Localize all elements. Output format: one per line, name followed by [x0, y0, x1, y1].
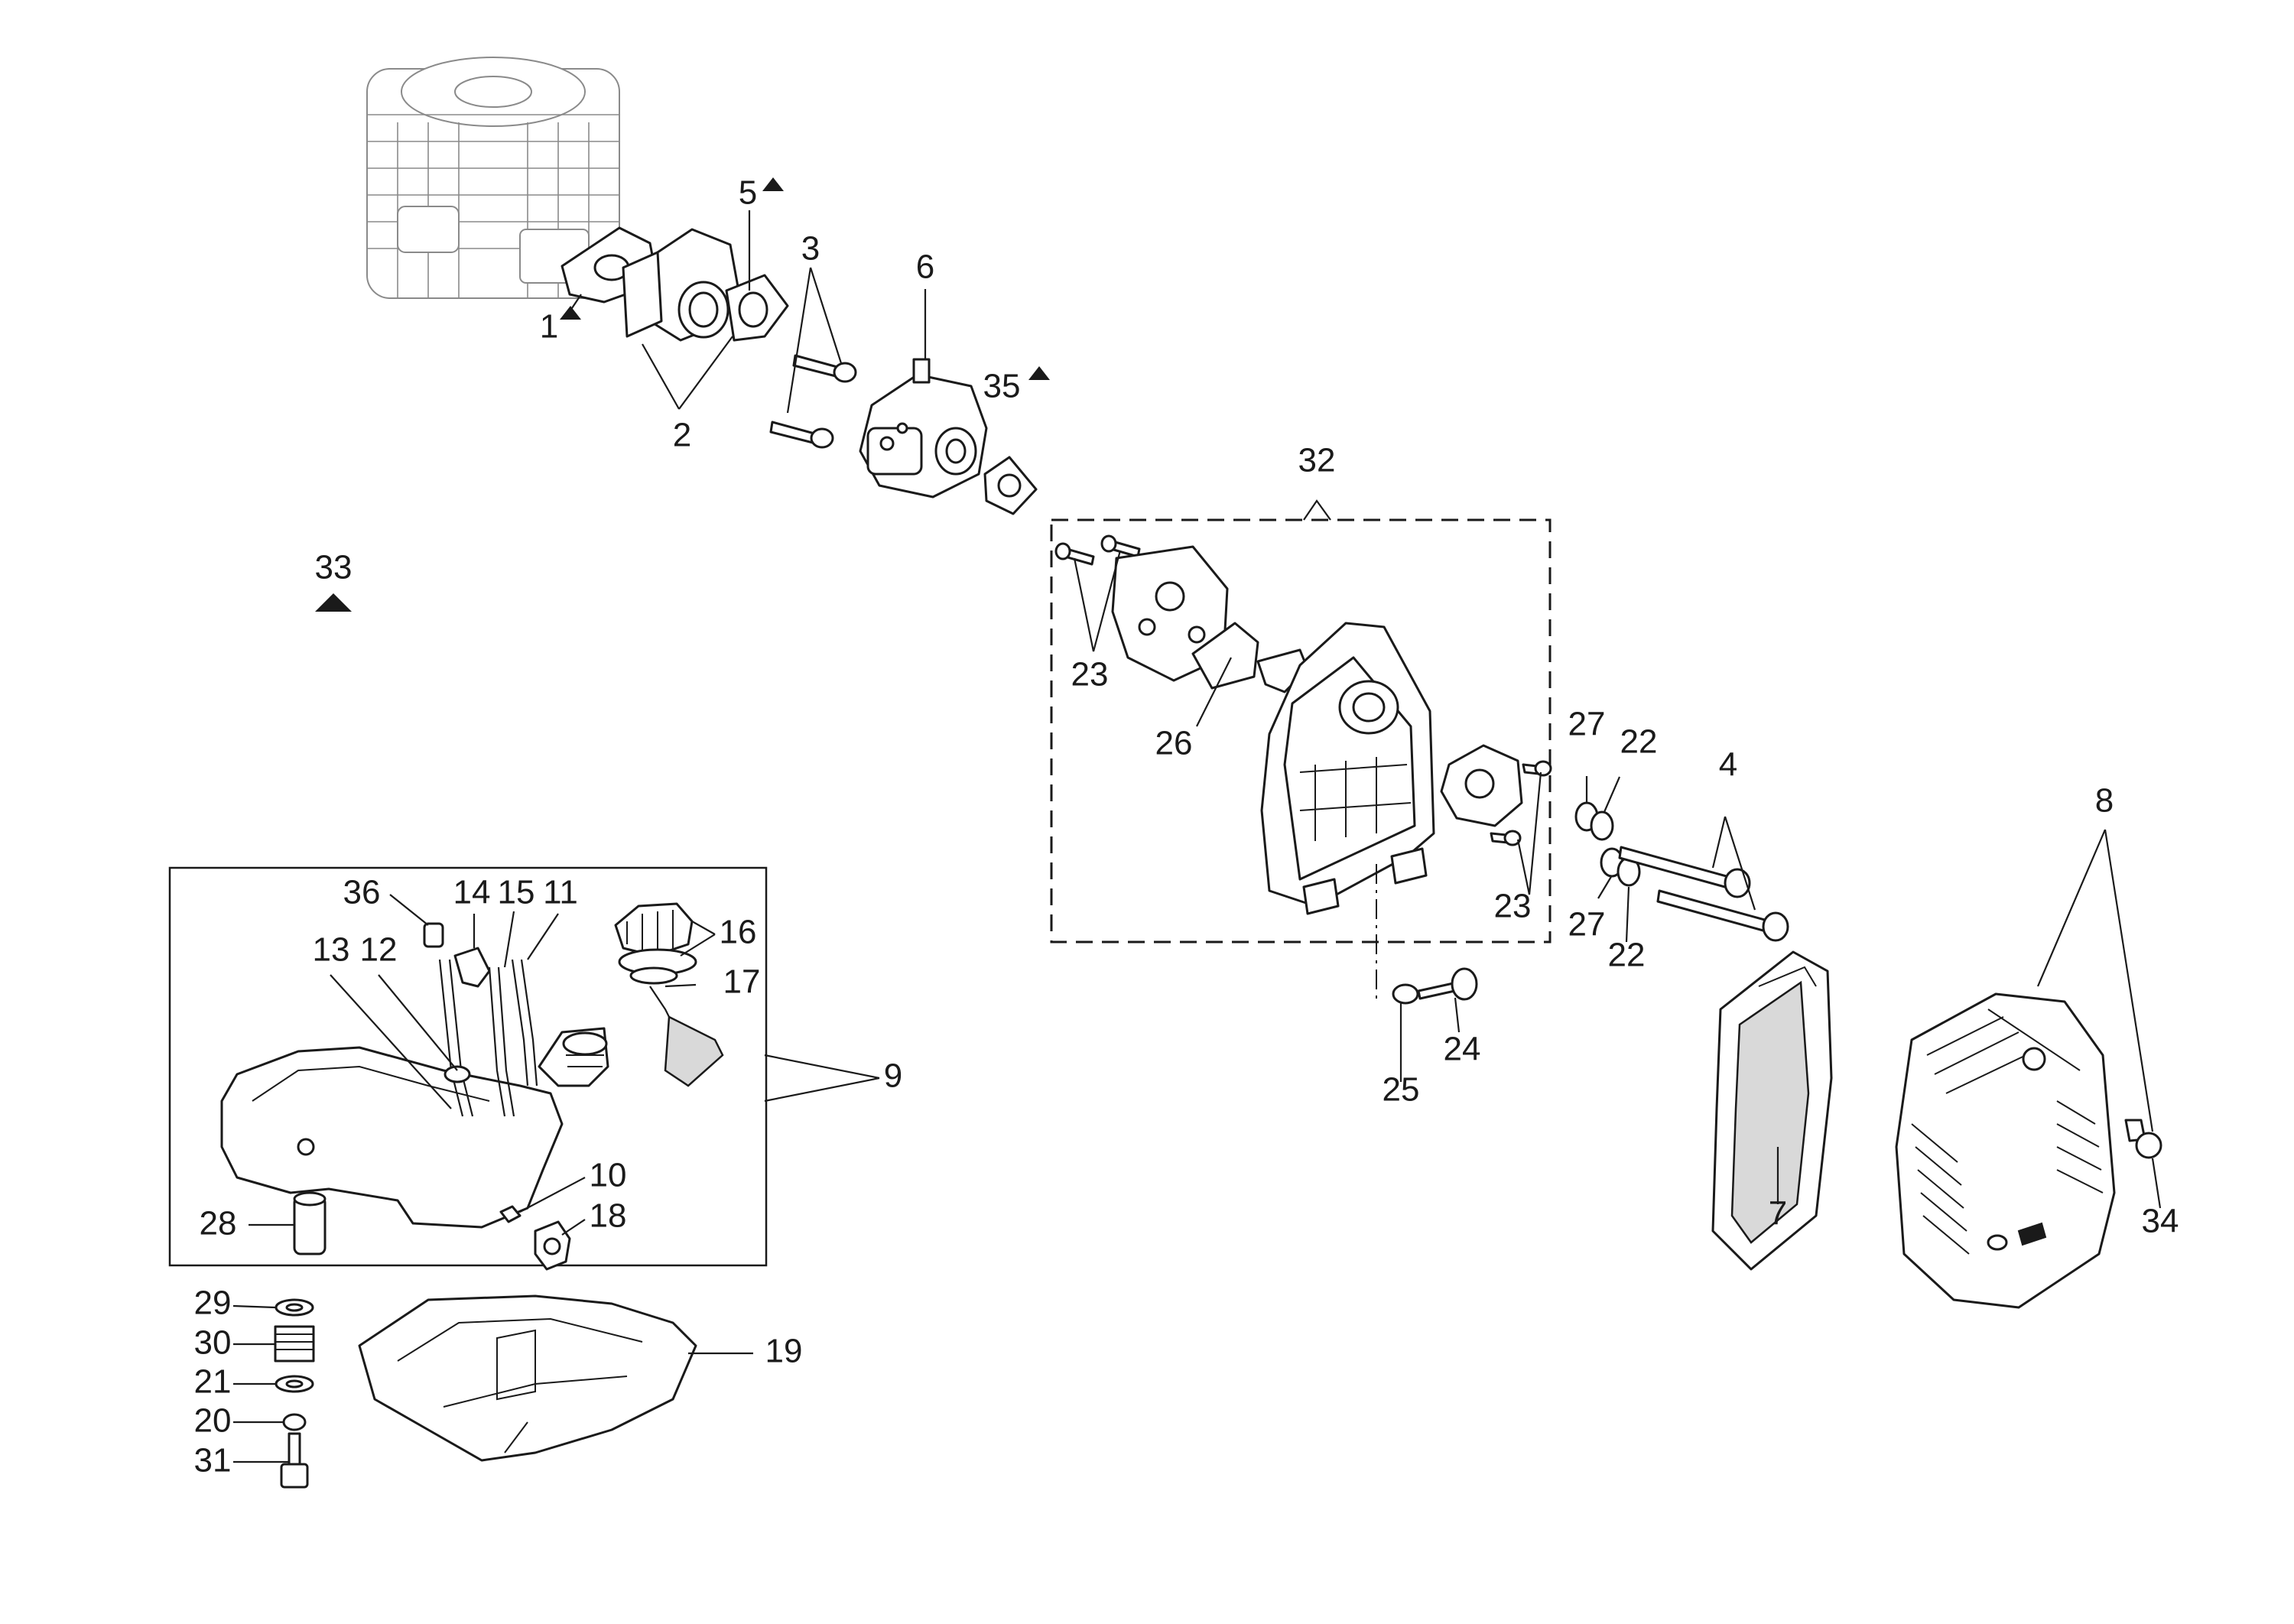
tank-vent-part — [423, 922, 444, 948]
intake-manifold-part — [622, 228, 789, 342]
callout-11: 11 — [543, 874, 578, 911]
callout-35: 35 — [983, 368, 1021, 405]
callout-17: 17 — [723, 963, 761, 1001]
intake-elbow-part — [1440, 744, 1523, 827]
callout-31: 31 — [194, 1442, 232, 1479]
service-triangle-icons — [315, 177, 1050, 612]
mounting-hardware-part — [274, 1298, 315, 1489]
callout-28: 28 — [200, 1205, 237, 1242]
filter-base-plate — [1111, 545, 1229, 682]
callout-3: 3 — [801, 230, 820, 268]
callout-30: 30 — [194, 1324, 232, 1362]
callout-23-top: 23 — [1071, 656, 1109, 693]
carburetor-part — [859, 358, 988, 499]
callout-22-top: 22 — [1620, 723, 1658, 761]
callout-8: 8 — [2095, 782, 2114, 820]
fuel-pickup-part — [649, 986, 724, 1087]
callout-24: 24 — [1444, 1031, 1481, 1068]
callout-34: 34 — [2142, 1203, 2179, 1240]
callout-29: 29 — [194, 1285, 232, 1322]
callout-26: 26 — [1155, 725, 1193, 762]
fuel-connector-part — [534, 1220, 571, 1271]
callout-20: 20 — [194, 1402, 232, 1440]
callout-1: 1 — [540, 308, 558, 346]
cover-screw-part — [2124, 1119, 2162, 1159]
carburetor-gasket-part — [983, 456, 1038, 515]
tank-guard-part — [358, 1294, 697, 1462]
callout-32: 32 — [1298, 442, 1336, 479]
tank-spacer-part — [293, 1191, 327, 1255]
fuel-cap-part — [614, 902, 697, 985]
callout-6: 6 — [916, 248, 934, 286]
triangle-icon — [560, 306, 581, 320]
leader-lines — [232, 210, 2162, 1463]
callout-33: 33 — [315, 549, 353, 586]
callout-22-bottom: 22 — [1608, 937, 1646, 974]
fuel-tank-assembly-box — [168, 866, 768, 1267]
callout-14: 14 — [453, 874, 491, 911]
long-bolts-part — [1618, 846, 1789, 942]
callout-labels: 1 2 3 5 6 35 33 32 23 26 23 24 25 27 22 … — [194, 174, 2179, 1479]
callout-13: 13 — [313, 931, 350, 969]
callout-19: 19 — [765, 1333, 803, 1370]
callout-16: 16 — [720, 914, 757, 951]
callout-12: 12 — [360, 931, 398, 969]
callout-2: 2 — [673, 417, 691, 454]
callout-15: 15 — [498, 874, 535, 911]
callout-7: 7 — [1769, 1195, 1787, 1233]
callout-23-right: 23 — [1494, 888, 1532, 925]
triangle-icon — [762, 177, 784, 191]
callout-27-bottom: 27 — [1568, 906, 1606, 944]
callout-5: 5 — [739, 174, 757, 212]
air-filter-cover-part — [1895, 992, 2116, 1309]
fuel-clamp-part — [499, 1205, 522, 1223]
fuel-hoses-part — [438, 947, 538, 1117]
callout-4: 4 — [1719, 746, 1737, 784]
triangle-icon — [1028, 366, 1050, 380]
callout-25: 25 — [1383, 1071, 1420, 1109]
callout-27-top: 27 — [1568, 706, 1606, 743]
spacer-washers-part — [1574, 801, 1641, 887]
callout-10: 10 — [590, 1157, 627, 1194]
callout-21: 21 — [194, 1363, 232, 1401]
air-filter-housing-part — [1260, 622, 1435, 915]
callout-9: 9 — [884, 1057, 902, 1095]
washer-and-screw-part — [1392, 967, 1478, 1005]
triangle-icon — [315, 593, 352, 612]
kit-screws-top — [1054, 534, 1141, 566]
air-filter-element-part — [1711, 950, 1833, 1271]
callout-18: 18 — [590, 1197, 627, 1235]
fuel-tank-part — [220, 1027, 609, 1229]
callout-36: 36 — [343, 874, 381, 911]
kit-screws-right — [1490, 760, 1552, 846]
air-filter-kit-box — [1050, 518, 1552, 944]
carburetor-screws-part — [769, 354, 857, 449]
